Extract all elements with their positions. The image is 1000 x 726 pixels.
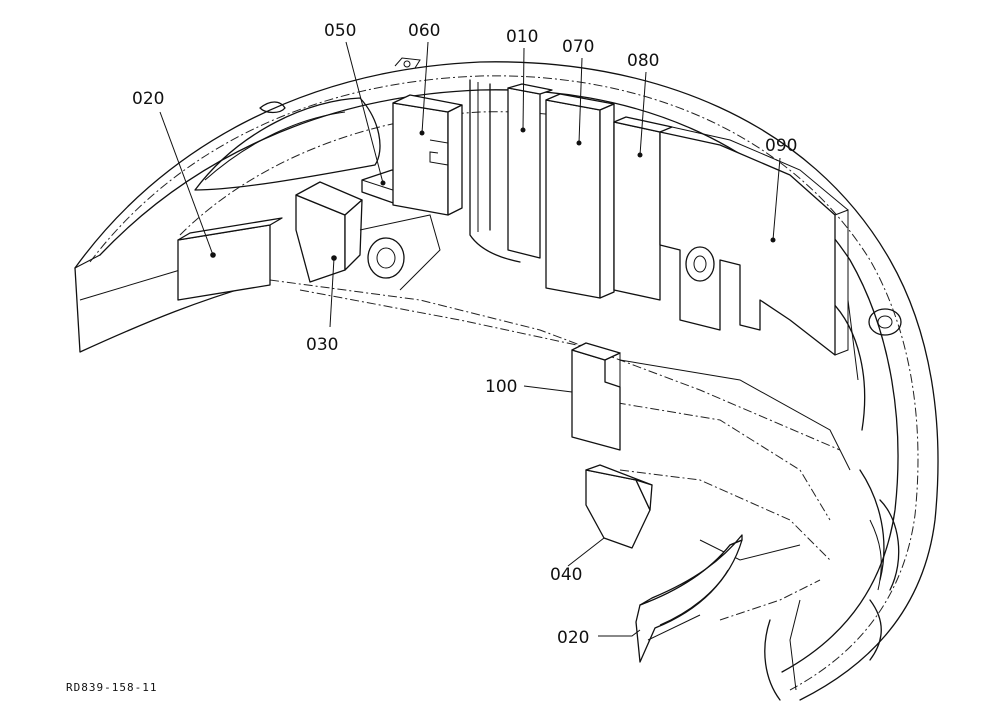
callout-labels: 020 030 050 060 010 070 080 090 100 040 … bbox=[132, 21, 797, 648]
part-040 bbox=[585, 464, 653, 549]
callout-020-left: 020 bbox=[132, 89, 164, 109]
leader-lines bbox=[159, 41, 781, 637]
part-010 bbox=[469, 79, 553, 263]
part-030 bbox=[295, 181, 363, 283]
part-020-left bbox=[177, 217, 283, 301]
callout-010: 010 bbox=[506, 27, 538, 47]
callout-090: 090 bbox=[765, 136, 797, 156]
part-100 bbox=[571, 342, 621, 451]
callout-070: 070 bbox=[562, 37, 594, 57]
callout-080: 080 bbox=[627, 51, 659, 71]
part-070 bbox=[545, 93, 615, 299]
callout-060: 060 bbox=[408, 21, 440, 41]
part-090 bbox=[659, 126, 849, 356]
part-020-bottom bbox=[635, 534, 743, 663]
callout-020-bottom: 020 bbox=[557, 628, 589, 648]
callout-030: 030 bbox=[306, 335, 338, 355]
callout-040: 040 bbox=[550, 565, 582, 585]
central-mount-boss bbox=[359, 214, 441, 291]
callout-050: 050 bbox=[324, 21, 356, 41]
drawing-number: RD839-158-11 bbox=[66, 681, 158, 694]
callout-100: 100 bbox=[485, 377, 517, 397]
part-060 bbox=[392, 94, 463, 216]
